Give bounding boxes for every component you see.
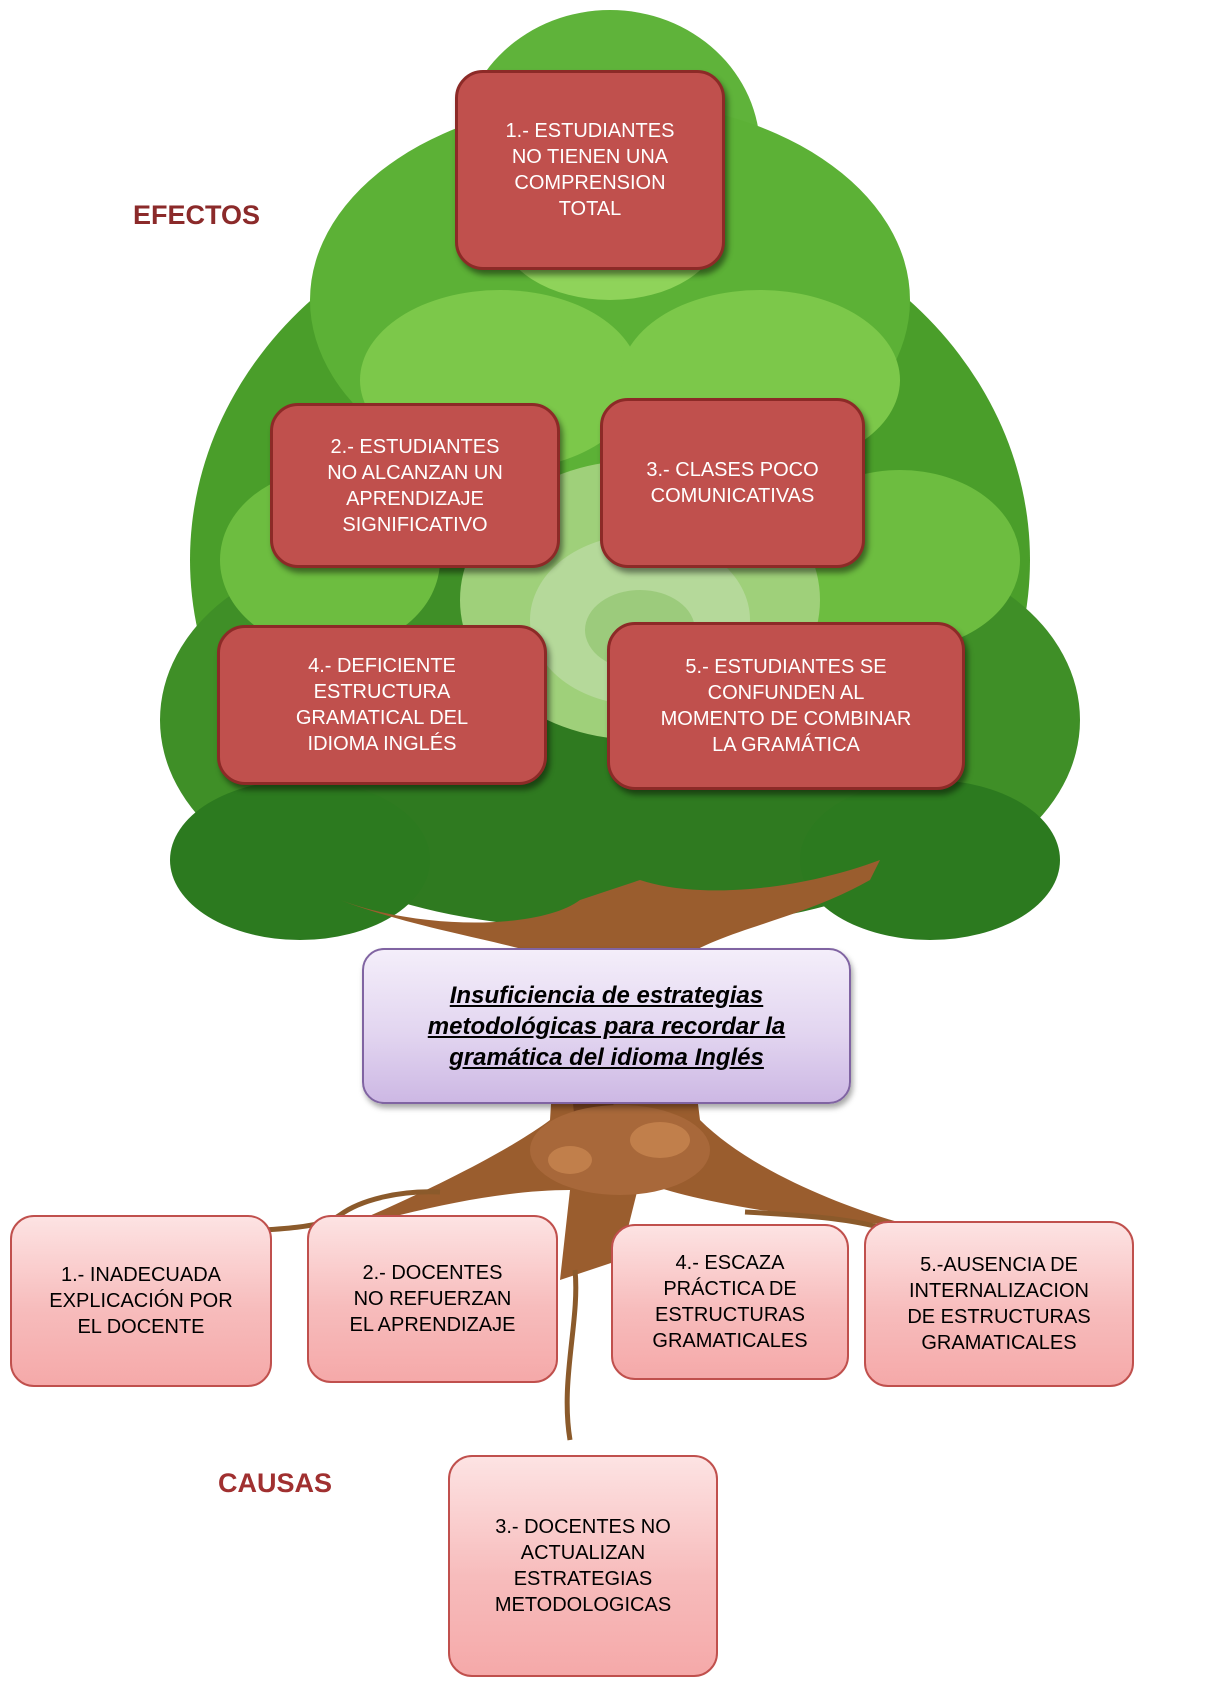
cause-text-5: 5.-AUSENCIA DE INTERNALIZACION DE ESTRUC… bbox=[907, 1254, 1091, 1354]
effect-text-5: 5.- ESTUDIANTES SE CONFUNDEN AL MOMENTO … bbox=[660, 656, 912, 756]
effect-text-3: 3.- CLASES POCO COMUNICATIVAS bbox=[646, 459, 819, 507]
central-problem-text: Insuficiencia de estrategias metodológic… bbox=[427, 981, 786, 1071]
cause-box-4: 4.- ESCAZA PRÁCTICA DE ESTRUCTURAS GRAMA… bbox=[611, 1224, 849, 1380]
cause-box-5: 5.-AUSENCIA DE INTERNALIZACION DE ESTRUC… bbox=[864, 1221, 1134, 1387]
cause-text-2: 2.- DOCENTES NO REFUERZAN EL APRENDIZAJE bbox=[349, 1262, 516, 1336]
effect-text-1: 1.- ESTUDIANTES NO TIENEN UNA COMPRENSIO… bbox=[505, 120, 675, 220]
cause-box-1: 1.- INADECUADA EXPLICACIÓN POR EL DOCENT… bbox=[10, 1215, 272, 1387]
cause-text-3: 3.- DOCENTES NO ACTUALIZAN ESTRATEGIAS M… bbox=[494, 1516, 672, 1616]
effect-box-4: 4.- DEFICIENTE ESTRUCTURA GRAMATICAL DEL… bbox=[217, 625, 547, 785]
effect-text-4: 4.- DEFICIENTE ESTRUCTURA GRAMATICAL DEL… bbox=[295, 655, 469, 755]
effect-box-5: 5.- ESTUDIANTES SE CONFUNDEN AL MOMENTO … bbox=[607, 622, 965, 790]
cause-text-4: 4.- ESCAZA PRÁCTICA DE ESTRUCTURAS GRAMA… bbox=[652, 1252, 808, 1352]
effect-text-2: 2.- ESTUDIANTES NO ALCANZAN UN APRENDIZA… bbox=[327, 435, 503, 536]
cause-box-2: 2.- DOCENTES NO REFUERZAN EL APRENDIZAJE bbox=[307, 1215, 558, 1383]
causes-label: CAUSAS bbox=[218, 1468, 333, 1498]
effects-label: EFECTOS bbox=[133, 200, 261, 230]
cause-box-3: 3.- DOCENTES NO ACTUALIZAN ESTRATEGIAS M… bbox=[448, 1455, 718, 1677]
effect-box-2: 2.- ESTUDIANTES NO ALCANZAN UN APRENDIZA… bbox=[270, 403, 560, 568]
central-problem-box: Insuficiencia de estrategias metodológic… bbox=[362, 948, 851, 1104]
effect-box-1: 1.- ESTUDIANTES NO TIENEN UNA COMPRENSIO… bbox=[455, 70, 725, 270]
effect-box-3: 3.- CLASES POCO COMUNICATIVAS bbox=[600, 398, 865, 568]
cause-text-1: 1.- INADECUADA EXPLICACIÓN POR EL DOCENT… bbox=[49, 1264, 233, 1338]
